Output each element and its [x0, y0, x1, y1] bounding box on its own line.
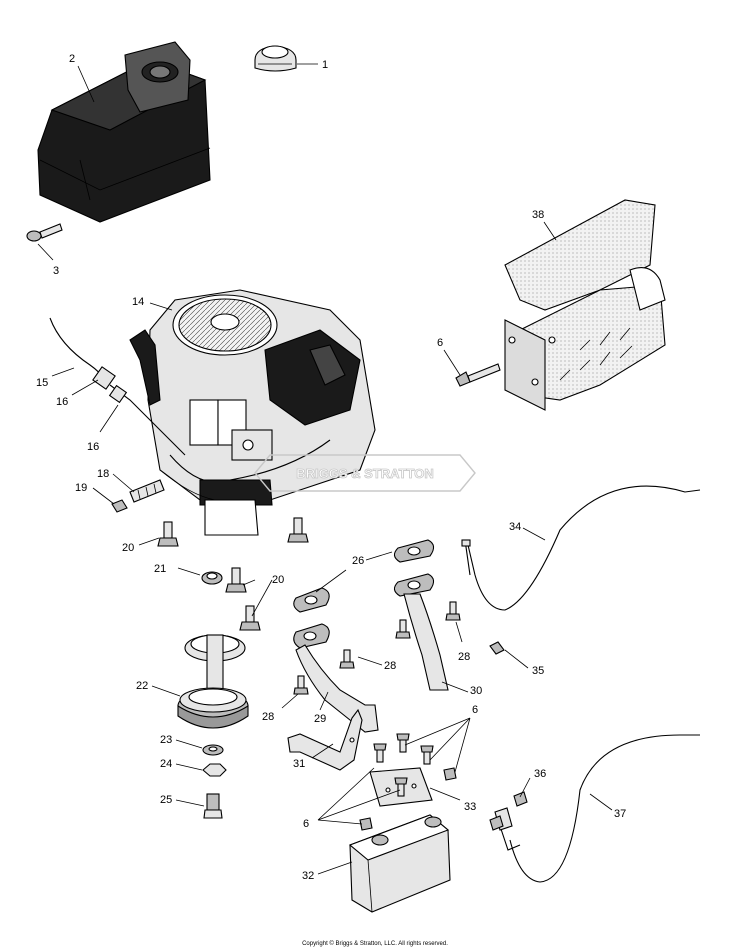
engine-bolts	[157, 517, 309, 631]
leader-lines	[37, 63, 613, 875]
callout-2: 2	[69, 53, 75, 65]
callout-28c: 28	[262, 711, 274, 723]
brand-watermark: BRIGGS & STRATTON	[254, 454, 476, 492]
callout-31: 31	[293, 758, 305, 770]
callout-20b: 20	[272, 574, 284, 586]
engine	[129, 289, 376, 536]
washer-nut-bolt	[202, 744, 227, 819]
throttle-cable	[489, 734, 700, 883]
exhaust-pipe-left	[293, 623, 379, 733]
callout-15: 15	[36, 377, 48, 389]
heat-shield	[504, 199, 666, 411]
callout-18: 18	[97, 468, 109, 480]
callout-22: 22	[136, 680, 148, 692]
callout-6a: 6	[437, 337, 443, 349]
fuel-tank	[37, 41, 211, 223]
callout-6b: 6	[472, 704, 478, 716]
muffler-screws	[359, 733, 457, 831]
tank-screw	[26, 223, 63, 242]
choke-cable	[461, 485, 701, 655]
callout-14: 14	[132, 296, 144, 308]
callout-labels: 1 2 3 6 14 15 16 16 18 19 20 20 21 22 23…	[36, 53, 626, 882]
exhaust-gaskets	[293, 539, 435, 613]
callout-33: 33	[464, 801, 476, 813]
callout-36: 36	[534, 768, 546, 780]
callout-19: 19	[75, 482, 87, 494]
pipe-bolts	[293, 601, 461, 695]
callout-1: 1	[322, 59, 328, 71]
callout-21: 21	[154, 563, 166, 575]
callout-6c: 6	[303, 818, 309, 830]
callout-30: 30	[470, 685, 482, 697]
watermark-text: BRIGGS & STRATTON	[296, 466, 433, 481]
callout-38: 38	[532, 209, 544, 221]
callout-16b: 16	[87, 441, 99, 453]
callout-20a: 20	[122, 542, 134, 554]
stud-and-nut	[111, 479, 165, 513]
exhaust-pipe-right	[393, 573, 449, 691]
spacer-washer	[201, 571, 223, 585]
callout-16a: 16	[56, 396, 68, 408]
pulley	[177, 634, 249, 729]
callout-28b: 28	[458, 651, 470, 663]
fuel-cap	[254, 45, 297, 72]
muffler	[348, 814, 451, 913]
callout-29: 29	[314, 713, 326, 725]
callout-28a: 28	[384, 660, 396, 672]
muffler-bracket	[287, 708, 363, 771]
copyright-notice: Copyright © Briggs & Stratton, LLC. All …	[302, 940, 448, 947]
callout-3: 3	[53, 265, 59, 277]
callout-34: 34	[509, 521, 521, 533]
callout-35: 35	[532, 665, 544, 677]
callout-25: 25	[160, 794, 172, 806]
callout-24: 24	[160, 758, 172, 770]
callout-26: 26	[352, 555, 364, 567]
callout-23: 23	[160, 734, 172, 746]
callout-32: 32	[302, 870, 314, 882]
callout-37: 37	[614, 808, 626, 820]
fuel-line	[49, 317, 186, 456]
shield-screw	[455, 363, 501, 387]
